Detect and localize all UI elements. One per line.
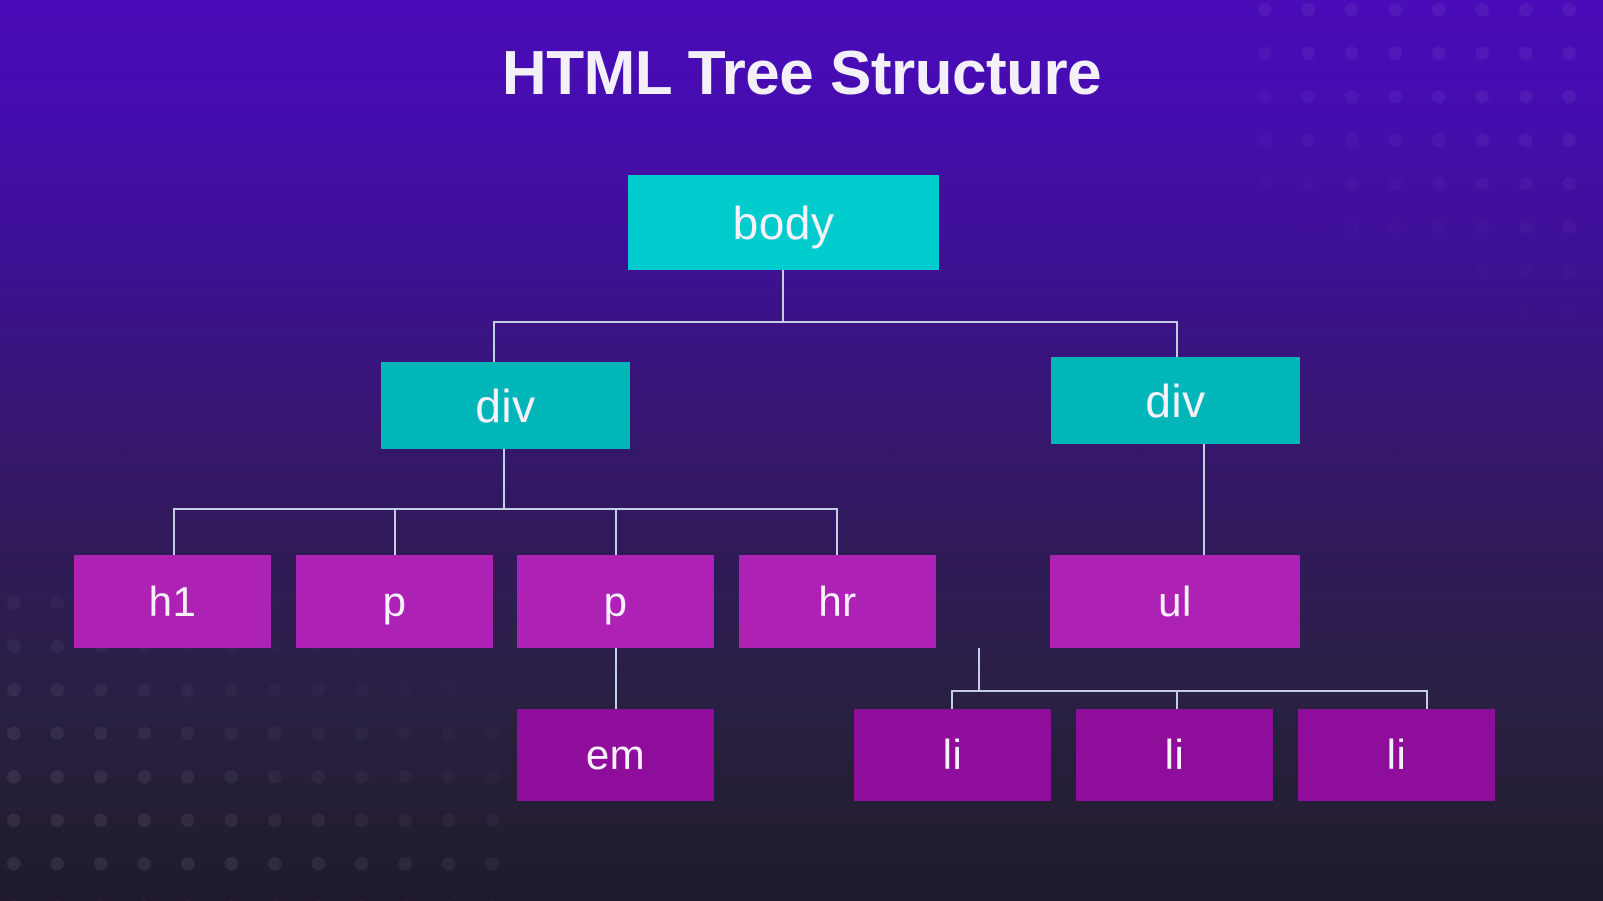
tree-node-label: li <box>942 731 963 778</box>
connector-div-left-children-bus <box>173 508 838 510</box>
tree-node-li-third[interactable]: li <box>1298 709 1495 801</box>
tree-node-em[interactable]: em <box>517 709 714 801</box>
connector-div-right-drop <box>1176 321 1178 363</box>
connector-ul-children-bus <box>951 690 1428 692</box>
tree-node-label: div <box>1145 374 1206 427</box>
tree-node-label: hr <box>818 577 857 625</box>
connector-p2-to-em <box>615 648 617 710</box>
tree-node-label: em <box>585 731 646 778</box>
connector-p2-drop <box>615 508 617 556</box>
connector-hr-drop <box>836 508 838 556</box>
tree-node-ul[interactable]: ul <box>1050 555 1300 648</box>
connector-li1-drop <box>951 690 953 710</box>
connector-li2-drop <box>1176 690 1178 710</box>
tree-node-label: ul <box>1158 577 1192 625</box>
tree-node-div-right[interactable]: div <box>1051 357 1300 444</box>
tree-node-label: p <box>603 577 628 625</box>
tree-node-label: li <box>1386 731 1407 778</box>
tree-node-label: h1 <box>148 577 197 625</box>
connector-div-left-drop <box>493 321 495 363</box>
tree-node-body[interactable]: body <box>628 175 939 270</box>
tree-node-p-second[interactable]: p <box>517 555 714 648</box>
tree-node-li-second[interactable]: li <box>1076 709 1273 801</box>
connector-p1-drop <box>394 508 396 556</box>
tree-node-div-left[interactable]: div <box>381 362 630 449</box>
tree-node-p-first[interactable]: p <box>296 555 493 648</box>
connector-h1-drop <box>173 508 175 556</box>
tree-node-label: li <box>1164 731 1185 778</box>
connector-body-stem <box>782 269 784 323</box>
connector-li3-drop <box>1426 690 1428 710</box>
connector-ul-stem <box>978 648 980 692</box>
connector-body-bus <box>493 321 1178 323</box>
tree-node-hr[interactable]: hr <box>739 555 936 648</box>
tree-node-label: body <box>732 196 835 249</box>
page-title: HTML Tree Structure <box>501 39 1102 108</box>
tree-node-h1[interactable]: h1 <box>74 555 271 648</box>
tree-node-label: p <box>382 577 407 625</box>
connector-div-right-to-ul <box>1203 363 1205 557</box>
connector-div-left-stem <box>503 448 505 510</box>
tree-node-li-first[interactable]: li <box>854 709 1051 801</box>
tree-node-label: div <box>475 379 536 432</box>
